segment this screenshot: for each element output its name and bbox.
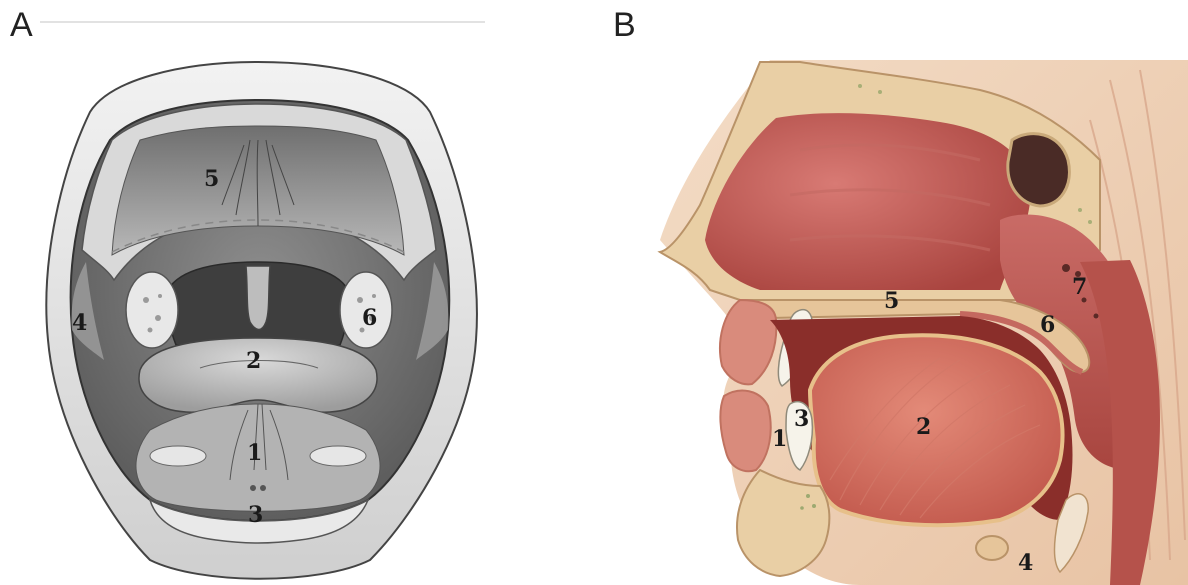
- label-b-3: 3: [794, 406, 809, 432]
- label-b-1: 1: [772, 426, 787, 452]
- label-b-7: 7: [1072, 274, 1087, 300]
- label-b-4: 4: [1018, 550, 1033, 576]
- hyoid: [976, 536, 1008, 560]
- tongue-b: [810, 335, 1063, 525]
- sphenoid-sinus: [1008, 134, 1070, 206]
- label-b-2: 2: [916, 414, 931, 440]
- lower-lip: [720, 391, 770, 472]
- label-b-5: 5: [884, 288, 899, 314]
- label-b-6: 6: [1040, 312, 1055, 338]
